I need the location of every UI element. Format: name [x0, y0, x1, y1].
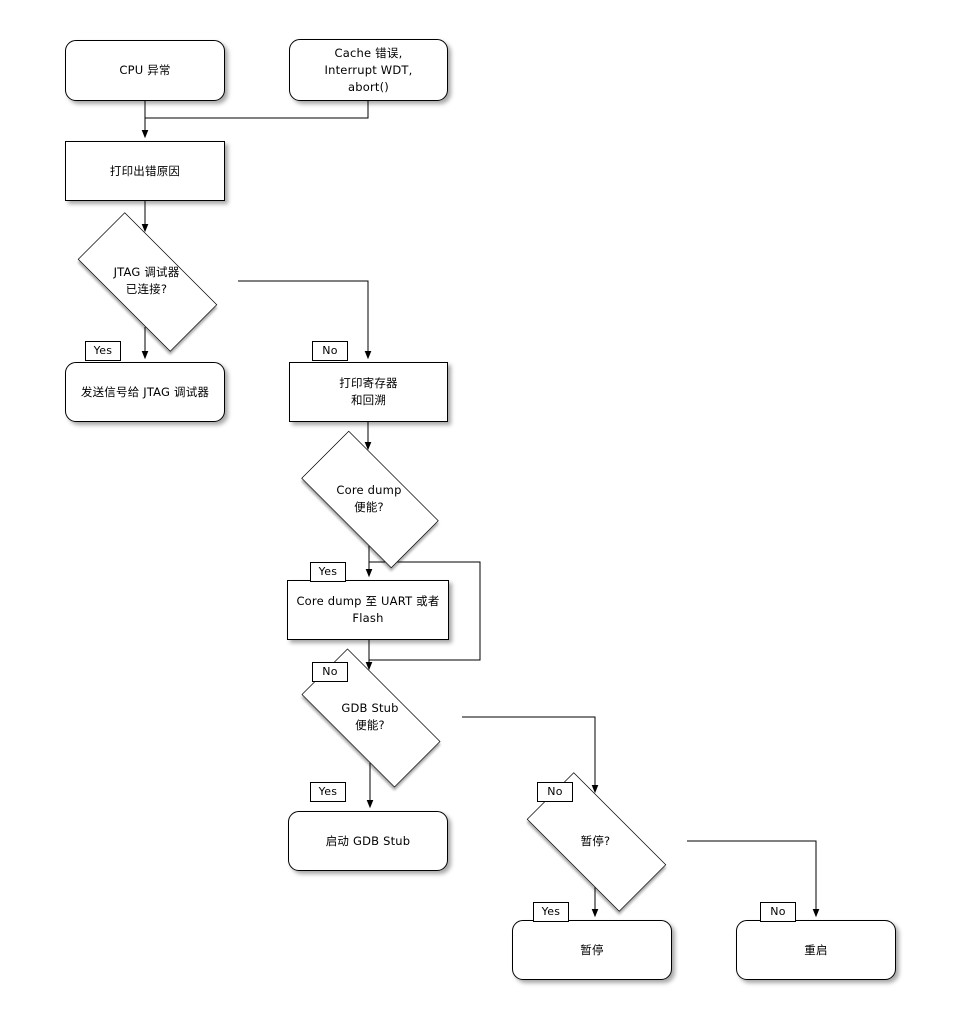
decision-halt-label: 暂停? [580, 833, 611, 848]
node-send-signal-jtag[interactable]: 发送信号给 JTAG 调试器 [65, 362, 225, 422]
decision-gdbstub-enabled-label: GDB Stub 便能? [341, 701, 399, 732]
node-print-registers[interactable]: 打印寄存器 和回溯 [289, 362, 448, 422]
edge-label-coredump-no: No [312, 662, 348, 682]
decision-jtag-connected[interactable]: JTAG 调试器 已连接? [55, 212, 238, 352]
node-reboot-label: 重启 [804, 942, 828, 957]
edge-label-coredump-yes: Yes [310, 562, 346, 582]
decision-halt[interactable]: 暂停? [504, 772, 687, 912]
node-print-reason[interactable]: 打印出错原因 [65, 141, 225, 201]
decision-coredump-enabled[interactable]: Core dump 便能? [280, 430, 458, 569]
decision-gdbstub-enabled[interactable]: GDB Stub 便能? [278, 648, 462, 788]
node-cache-error-label: Cache 错误, Interrupt WDT, abort() [324, 45, 413, 94]
node-print-reason-label: 打印出错原因 [109, 163, 181, 178]
node-start-gdbstub-label: 启动 GDB Stub [325, 833, 411, 848]
node-reboot[interactable]: 重启 [736, 920, 896, 980]
node-cpu-exception[interactable]: CPU 异常 [65, 40, 225, 101]
edge-label-halt-no: No [760, 902, 796, 922]
edge-label-jtag-yes: Yes [85, 341, 121, 361]
decision-coredump-enabled-label: Core dump 便能? [336, 482, 402, 514]
node-print-registers-label: 打印寄存器 和回溯 [339, 376, 398, 407]
node-halt[interactable]: 暂停 [512, 920, 672, 980]
edge-label-halt-yes: Yes [533, 902, 569, 922]
node-halt-label: 暂停 [580, 942, 604, 957]
node-start-gdbstub[interactable]: 启动 GDB Stub [288, 811, 448, 871]
node-cache-error[interactable]: Cache 错误, Interrupt WDT, abort() [289, 39, 448, 101]
edge-label-gdbstub-no: No [537, 782, 573, 802]
node-coredump-to-uart-flash[interactable]: Core dump 至 UART 或者 Flash [287, 580, 449, 640]
edge-label-gdbstub-yes: Yes [310, 782, 346, 802]
edge-label-jtag-no: No [312, 341, 348, 361]
node-cpu-exception-label: CPU 异常 [119, 63, 171, 77]
decision-jtag-connected-label: JTAG 调试器 已连接? [113, 265, 180, 296]
node-coredump-to-uart-flash-label: Core dump 至 UART 或者 Flash [296, 594, 440, 625]
node-send-signal-jtag-label: 发送信号给 JTAG 调试器 [80, 384, 210, 399]
